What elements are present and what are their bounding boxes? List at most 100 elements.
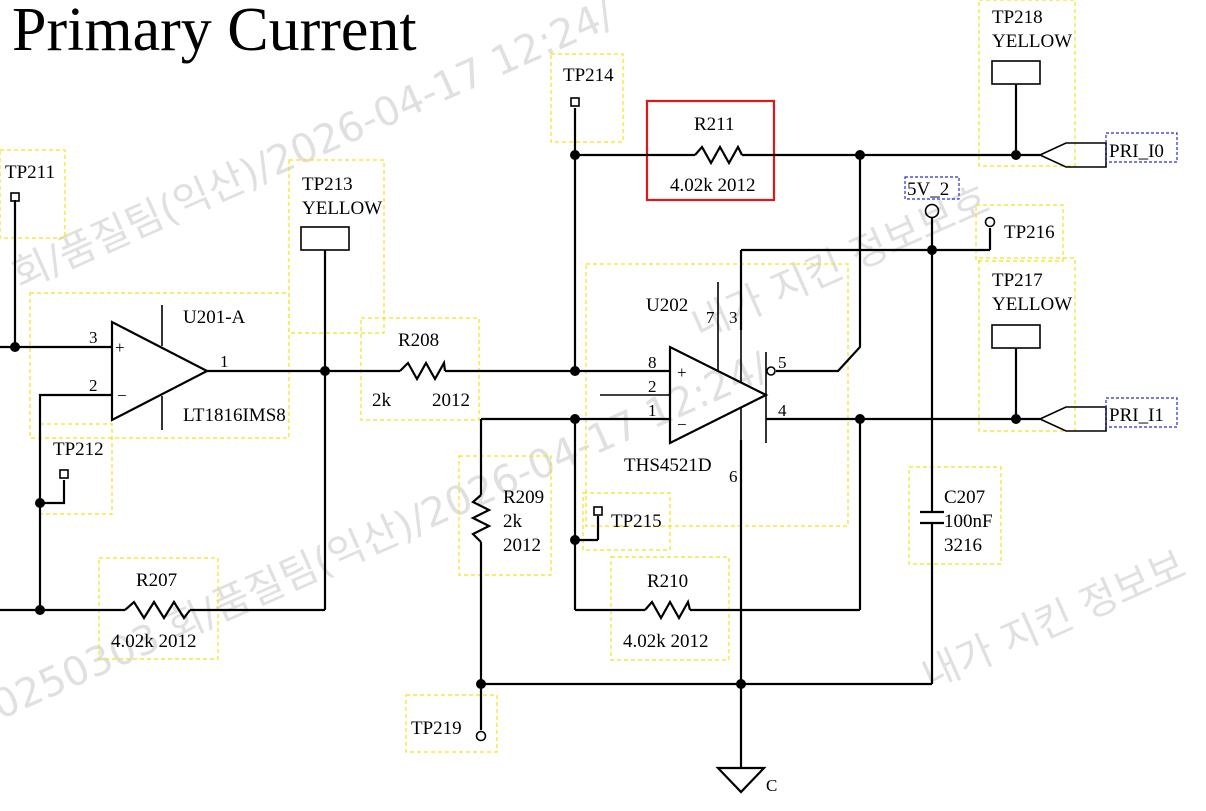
tp214-pad (570, 97, 580, 107)
junction-dot (476, 679, 486, 689)
pri-i0-flag-icon (1039, 142, 1107, 168)
tp213-ref: TP213 (302, 174, 353, 195)
tp216-outline (975, 204, 1064, 262)
u201-value: LT1816IMS8 (183, 405, 286, 426)
r210-outline (610, 556, 730, 661)
tp218-pad (991, 60, 1041, 85)
r208-zigzag (399, 359, 447, 382)
c207-capacitor[interactable]: C207 100nF 3216 (920, 487, 993, 556)
u202-pin-8: 8 (648, 353, 657, 372)
u202-pin-2: 2 (648, 377, 657, 396)
junction-dot (35, 498, 45, 508)
ground-symbol[interactable]: C (715, 766, 777, 795)
c207-ref: C207 (944, 487, 985, 508)
tp213-outline (288, 159, 385, 334)
u202-pin-3: 3 (729, 308, 738, 327)
r211-value: 4.02k 2012 (670, 175, 756, 196)
tp215-ref: TP215 (611, 511, 662, 532)
u202-pin-1: 1 (648, 401, 657, 420)
tp212-pad (59, 469, 69, 479)
tp218-testpoint[interactable]: TP218 YELLOW (991, 7, 1072, 85)
tp218-outline (978, 0, 1076, 167)
c207-outline (908, 466, 1002, 565)
tp216-pad (984, 216, 996, 228)
u202-inverting-bubble (766, 366, 776, 376)
wire (38, 393, 112, 610)
u202-amplifier[interactable]: + − 8 2 1 7 3 5 4 6 U202 THS4521D (600, 282, 787, 486)
junction-dot (320, 366, 330, 376)
r208-outline (360, 317, 480, 421)
r208-size: 2012 (432, 390, 470, 411)
tp216-testpoint[interactable]: TP216 (984, 216, 1055, 244)
tp214-outline (550, 53, 624, 143)
tp217-color: YELLOW (992, 294, 1072, 315)
r209-zigzag (470, 494, 492, 543)
junction-dot (10, 342, 20, 352)
u201-ref: U201-A (183, 307, 246, 328)
junction-dot (1011, 414, 1021, 424)
tp213-testpoint[interactable]: TP213 YELLOW (300, 174, 382, 251)
tp212-outline (39, 423, 113, 515)
supply-net-label[interactable]: 5V_2 (904, 176, 960, 219)
tp211-testpoint[interactable]: TP211 (5, 162, 55, 202)
r207-value: 4.02k 2012 (111, 631, 197, 652)
u201-outline (29, 292, 290, 439)
junction-dot (35, 605, 45, 615)
tp213-color: YELLOW (302, 198, 382, 219)
r210-resistor[interactable]: R210 4.02k 2012 (623, 571, 709, 652)
r208-resistor[interactable]: R208 2k 2012 (372, 330, 470, 411)
pri-i1-flag-icon (1039, 406, 1107, 432)
pri-i0-net-label[interactable]: PRI_I0 (1039, 132, 1178, 168)
u201-pin-out: 1 (220, 352, 229, 371)
r207-zigzag (124, 599, 191, 621)
u202-plus-sign: + (677, 363, 687, 382)
watermark: 회/품질팀(익산)/2026-04-17 12:24/ 내가 지킨 정보보호 0… (0, 0, 1193, 729)
r211-resistor[interactable]: R211 4.02k 2012 (670, 114, 756, 196)
r209-size: 2012 (503, 535, 541, 556)
supply-net-name: 5V_2 (907, 179, 949, 200)
r209-value: 2k (503, 511, 523, 532)
tp218-ref: TP218 (992, 7, 1043, 28)
tp212-testpoint[interactable]: TP212 (53, 439, 104, 479)
tp217-testpoint[interactable]: TP217 YELLOW (991, 270, 1072, 349)
tp214-testpoint[interactable]: TP214 (563, 65, 614, 107)
pri-i1-net-label[interactable]: PRI_I1 (1039, 397, 1178, 432)
c207-size: 3216 (944, 535, 982, 556)
wires (0, 84, 1040, 768)
ground-net-name: C (766, 776, 777, 795)
r211-zigzag (694, 144, 743, 166)
pri-i1-net-name: PRI_I1 (1109, 405, 1164, 426)
c207-value: 100nF (944, 511, 993, 532)
tp211-outline (0, 149, 66, 239)
u201-opamp[interactable]: + − 3 2 1 U201-A LT1816IMS8 (89, 305, 286, 430)
tp211-ref: TP211 (5, 162, 55, 183)
u202-value: THS4521D (624, 455, 712, 476)
supply-circle-icon (924, 203, 940, 219)
u201-plus-sign: + (115, 338, 125, 357)
u202-pin-4: 4 (778, 401, 787, 420)
tp215-pad (593, 506, 603, 516)
r207-ref: R207 (136, 570, 177, 591)
wire (40, 480, 66, 505)
tp217-ref: TP217 (992, 270, 1043, 291)
component-outlines (0, 0, 1076, 753)
r207-resistor[interactable]: R207 4.02k 2012 (111, 570, 197, 652)
junction-dot (570, 535, 580, 545)
r209-resistor[interactable]: R209 2k 2012 (470, 487, 544, 556)
tp215-testpoint[interactable]: TP215 (593, 506, 662, 532)
junction-dot (570, 366, 580, 376)
r210-ref: R210 (647, 571, 688, 592)
r209-outline (458, 455, 552, 576)
r211-ref: R211 (694, 114, 734, 135)
u202-pin-5: 5 (778, 353, 787, 372)
r211-highlight[interactable] (645, 99, 776, 202)
tp218-color: YELLOW (992, 31, 1072, 52)
junctions (10, 150, 1021, 689)
junction-dot (736, 679, 746, 689)
supply-label-box (904, 176, 960, 200)
tp219-testpoint[interactable]: TP219 (411, 718, 487, 742)
r207-outline (98, 557, 219, 660)
tp217-pad (991, 324, 1041, 349)
tp211-pad (10, 192, 20, 202)
